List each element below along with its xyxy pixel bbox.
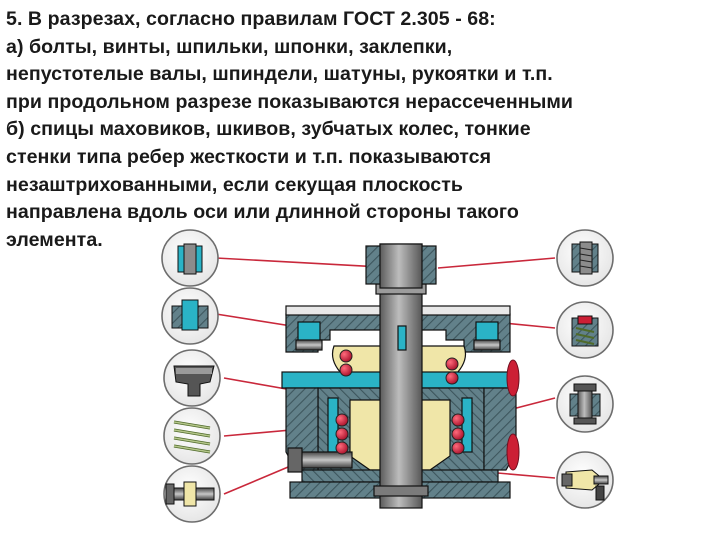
text-line: а) болты, винты, шпильки, шпонки, заклеп…: [6, 35, 453, 58]
text-line: направлена вдоль оси или длинной стороны…: [6, 201, 519, 224]
bushing-section-icon: [161, 287, 219, 345]
bolt-assembly-icon: [556, 375, 614, 433]
spring-icon: [163, 407, 221, 465]
screw-section-icon: [161, 229, 219, 287]
red-marker: [506, 433, 520, 471]
text-line: стенки типа ребер жесткости и т.п. показ…: [6, 145, 492, 168]
bolt-nut-icon: [163, 465, 221, 523]
text-line: незаштрихованными, если секущая плоскост…: [6, 173, 463, 196]
bearing-balls: [335, 349, 465, 455]
rivet-head-icon: [163, 349, 221, 407]
text-line: б) спицы маховиков, шкивов, зубчатых кол…: [6, 118, 531, 141]
assembly-section: [281, 243, 519, 509]
text-line: непустотелые валы, шпиндели, шатуны, рук…: [6, 63, 553, 86]
threaded-stud-icon: [556, 229, 614, 287]
conical-fitting-icon: [556, 451, 614, 509]
text-line: элемента.: [6, 228, 103, 251]
heading-line: 5. В разрезах, согласно правилам ГОСТ 2.…: [6, 8, 496, 30]
spring-cap-icon: [556, 301, 614, 359]
slide-text: 5. В разрезах, согласно правилам ГОСТ 2.…: [6, 6, 710, 254]
red-marker: [506, 359, 520, 397]
text-line: при продольном разрезе показываются нера…: [6, 90, 574, 113]
